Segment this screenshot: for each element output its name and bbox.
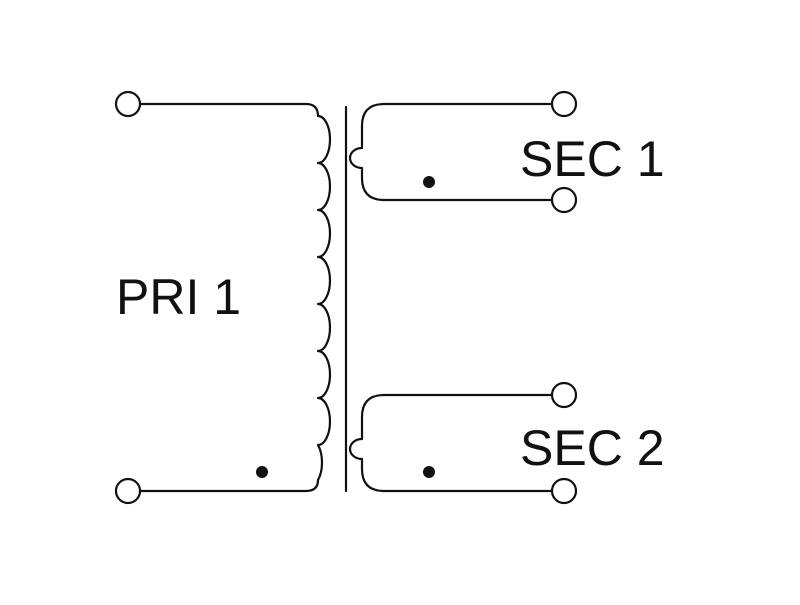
primary-polarity-dot [256,466,268,478]
secondary-1-winding [348,102,553,202]
primary-top-lead [138,102,320,118]
secondary-1-label: SEC 1 [520,131,665,187]
secondary-1-bottom-terminal[interactable] [550,186,578,214]
secondary-1-top-terminal[interactable] [550,90,578,118]
primary-label: PRI 1 [116,269,241,325]
primary-winding-group: PRI 1 [114,90,332,505]
secondary-2-bottom-terminal[interactable] [550,477,578,505]
secondary-2-polarity-dot [423,466,435,478]
secondary-2-top-terminal[interactable] [550,381,578,409]
secondary-2-label: SEC 2 [520,420,665,476]
secondary-2-winding-group: SEC 2 [348,381,665,505]
primary-coil [316,114,332,482]
secondary-2-winding [348,393,553,493]
secondary-1-polarity-dot [423,176,435,188]
secondary-1-winding-group: SEC 1 [348,90,665,214]
primary-bottom-terminal[interactable] [114,477,142,505]
primary-bottom-lead [138,478,320,493]
primary-top-terminal[interactable] [114,90,142,118]
